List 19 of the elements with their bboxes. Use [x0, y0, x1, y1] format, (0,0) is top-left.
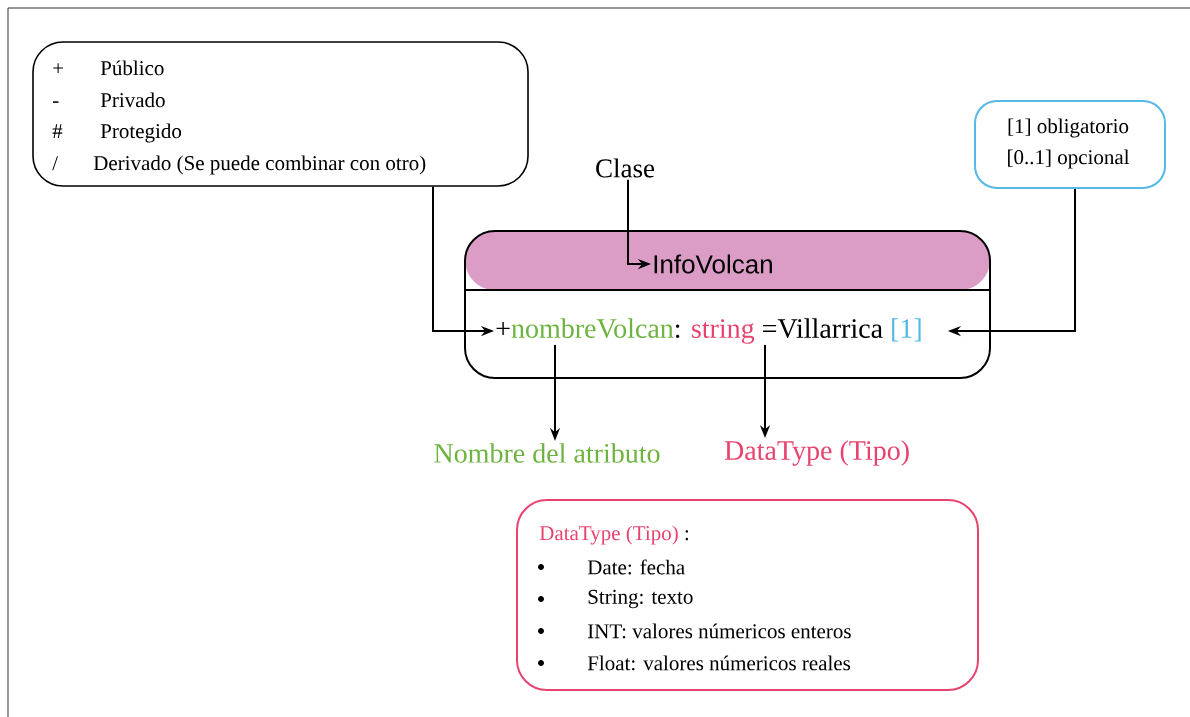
- bullet-item: Date: fecha: [587, 559, 685, 575]
- visibility-symbol: /: [52, 156, 59, 171]
- heading-text: DataType (Tipo) :: [539, 525, 689, 545]
- visibility-symbol: +: [53, 63, 63, 73]
- bullet-item: String: texto: [588, 589, 693, 609]
- bullet-item: Float: valores númericos reales: [587, 655, 851, 671]
- visibility-label: Derivado (Se puede combinar con otro): [93, 155, 426, 175]
- annotation-text: DataType (Tipo): [724, 440, 909, 466]
- attribute-text: +nombreVolcan: string =Villarrica [1]: [496, 318, 921, 344]
- visibility-symbol: -: [53, 101, 59, 103]
- class-label: Clase: [596, 158, 655, 178]
- bullet-item: INT: valores númericos enteros: [587, 623, 851, 639]
- visibility-symbol: #: [52, 124, 63, 138]
- visibility-label: Protegido: [100, 123, 182, 143]
- visibility-label: Público: [100, 60, 164, 76]
- multiplicity-text: [0..1] opcional: [1008, 149, 1130, 169]
- annotation-text: Nombre del atributo: [434, 443, 660, 463]
- visibility-label: Privado: [100, 92, 165, 108]
- multiplicity-text: [1] obligatorio: [1008, 118, 1129, 138]
